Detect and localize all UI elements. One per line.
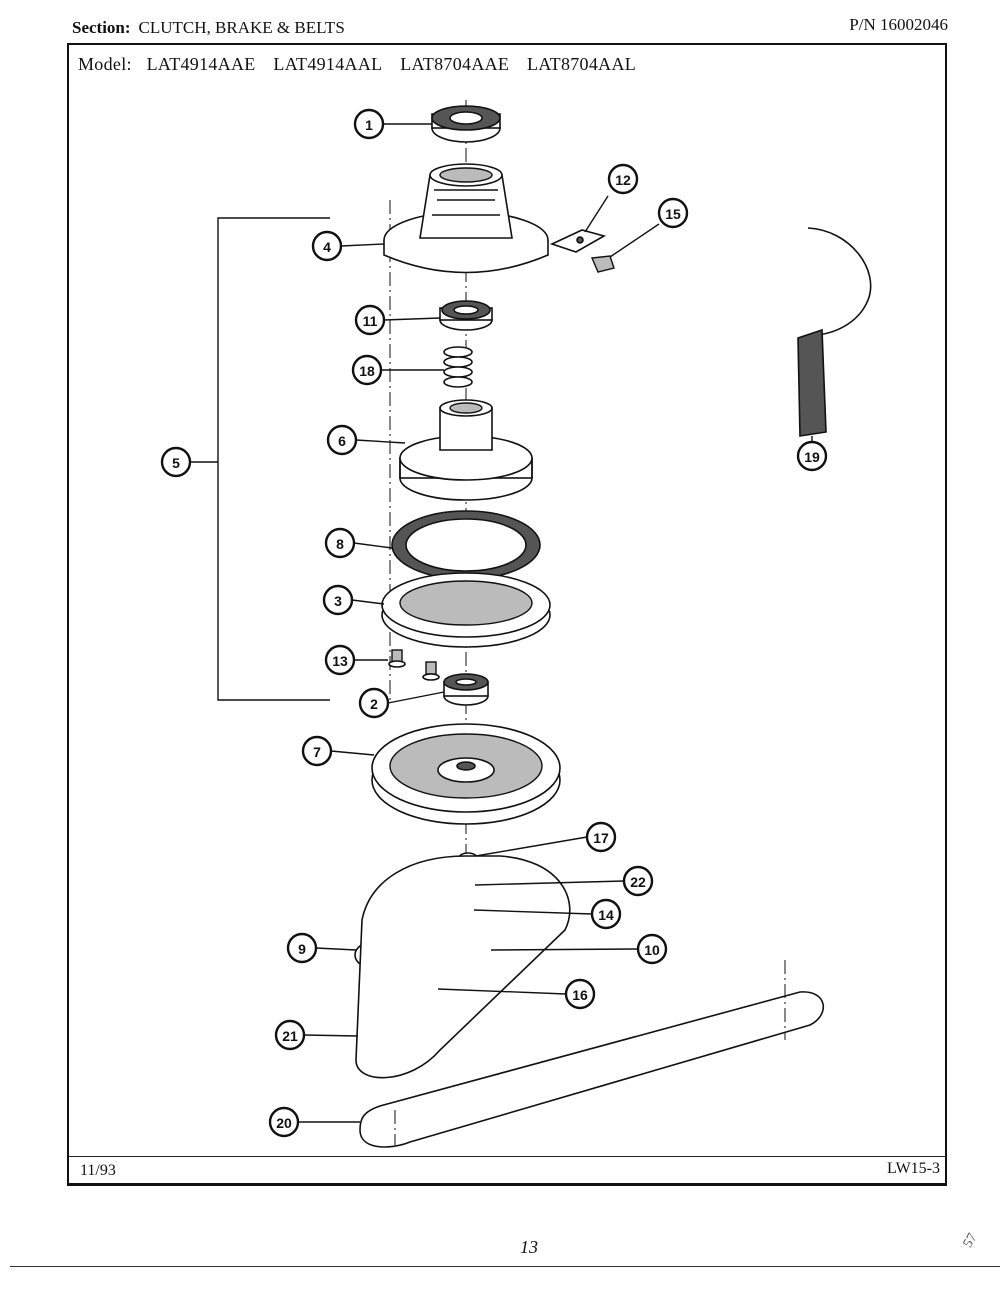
svg-text:13: 13 [332, 653, 348, 669]
svg-text:21: 21 [282, 1028, 298, 1044]
callout-12: 12 [607, 163, 639, 195]
svg-text:1: 1 [365, 117, 373, 133]
svg-text:8: 8 [336, 536, 344, 552]
part-2-bearing [443, 673, 489, 706]
svg-text:11: 11 [363, 313, 378, 329]
svg-text:14: 14 [598, 907, 614, 923]
svg-text:22: 22 [630, 874, 646, 890]
part-18-spring [443, 346, 473, 388]
part-4-brake-housing [383, 163, 549, 274]
callout-10: 10 [636, 933, 668, 965]
callout-20: 20 [268, 1106, 300, 1138]
callout-4: 4 [311, 230, 343, 262]
part-12-brake-lever [549, 229, 607, 253]
callout-11: 11 [354, 304, 386, 336]
part-11-seal [439, 300, 493, 331]
section-heading: Section: CLUTCH, BRAKE & BELTS [72, 18, 345, 38]
svg-text:5: 5 [172, 455, 180, 471]
model-line: Model: LAT4914AAE LAT4914AAL LAT8704AAE … [78, 54, 649, 75]
diagram-frame [67, 43, 947, 1186]
svg-text:6: 6 [338, 433, 346, 449]
callout-18: 18 [351, 354, 383, 386]
footer-divider [69, 1156, 945, 1157]
part-20-drive-belt [359, 960, 825, 1148]
model-number: LAT8704AAL [527, 54, 637, 74]
callout-21: 21 [274, 1019, 306, 1051]
callout-2: 2 [358, 687, 390, 719]
model-label: Model: [78, 54, 132, 74]
section-label: Section: [72, 18, 131, 37]
page-bottom-rule [10, 1266, 1000, 1267]
callout-22: 22 [622, 865, 654, 897]
callout-1: 1 [353, 108, 385, 140]
part-21-belt [355, 855, 571, 1079]
svg-text:17: 17 [593, 830, 609, 846]
model-number: LAT8704AAE [400, 54, 510, 74]
part-6-clutch-hub [399, 399, 533, 501]
revision-date: 11/93 [80, 1162, 116, 1179]
callout-7: 7 [301, 735, 333, 767]
page-number: 13 [520, 1237, 538, 1257]
callout-6: 6 [326, 424, 358, 456]
svg-text:2: 2 [370, 696, 378, 712]
callout-9: 9 [286, 932, 318, 964]
callout-8: 8 [324, 527, 356, 559]
svg-text:7: 7 [313, 744, 321, 760]
svg-text:20: 20 [276, 1115, 292, 1131]
svg-text:19: 19 [804, 449, 820, 465]
part-8-friction-ring [391, 510, 541, 580]
section-title: CLUTCH, BRAKE & BELTS [138, 18, 345, 37]
callout-15: 15 [657, 197, 689, 229]
part-number: P/N 16002046 [849, 15, 948, 34]
model-number: LAT4914AAL [273, 54, 383, 74]
svg-text:15: 15 [665, 206, 681, 222]
callout-13: 13 [324, 644, 356, 676]
leader-lines [298, 123, 813, 1123]
svg-text:12: 12 [615, 172, 631, 188]
callout-16: 16 [564, 978, 596, 1010]
callout-19: 19 [796, 440, 828, 472]
callout-17: 17 [585, 821, 617, 853]
page-code: LW15-3 [886, 1160, 940, 1177]
assembly-bracket [217, 217, 330, 701]
svg-text:9: 9 [298, 941, 306, 957]
callout-5: 5 [160, 446, 192, 478]
callout-14: 14 [590, 898, 622, 930]
part-3-brake-drum [381, 572, 551, 648]
svg-text:10: 10 [644, 942, 660, 958]
part-1-bearing [431, 105, 501, 143]
part-19-brake-band [797, 227, 872, 437]
svg-text:18: 18 [359, 363, 375, 379]
callout-3: 3 [322, 584, 354, 616]
part-13-bolts [388, 649, 440, 681]
svg-text:16: 16 [572, 987, 588, 1003]
svg-text:4: 4 [323, 239, 331, 255]
part-7-pulley [371, 723, 561, 825]
model-number: LAT4914AAE [146, 54, 256, 74]
part-15-screw [590, 255, 615, 273]
svg-text:3: 3 [334, 593, 342, 609]
